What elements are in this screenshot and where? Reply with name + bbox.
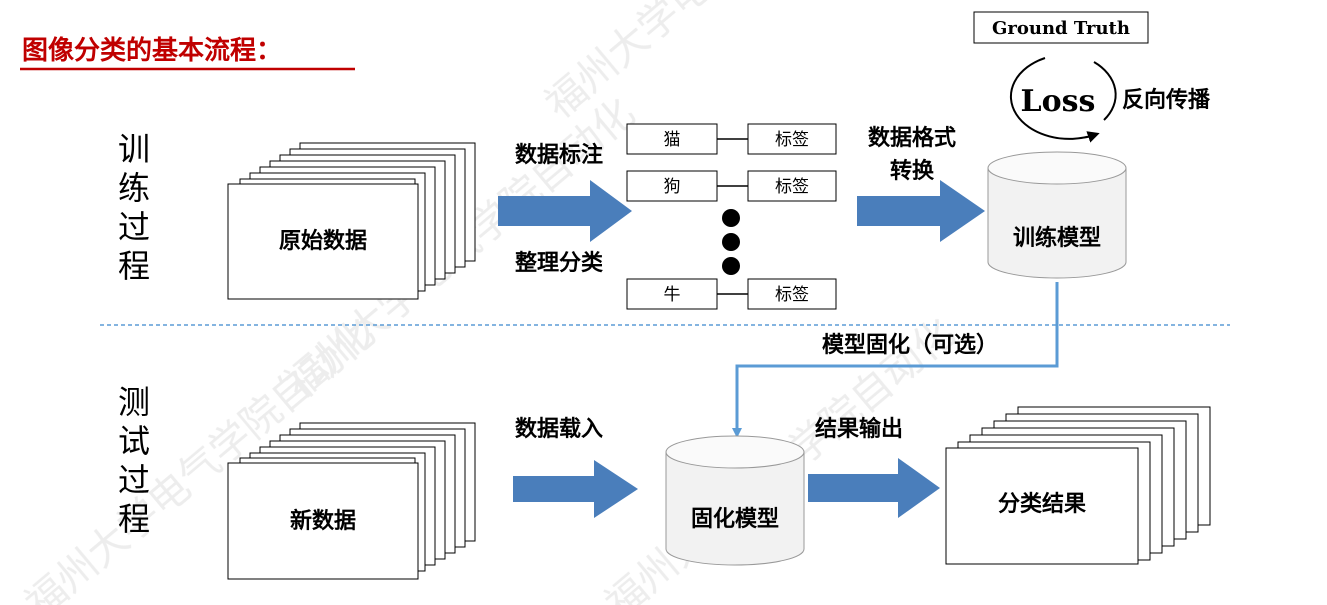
loss-loop-arrow [1010,57,1100,143]
annotate-label: 数据标注 [515,142,603,168]
backprop-label: 反向传播 [1122,87,1211,113]
svg-text:试: 试 [118,422,150,460]
loss-loop-right [1093,61,1117,121]
freeze-connector [732,282,1059,438]
frozen-model-label: 固化模型 [691,506,779,532]
result-label: 分类结果 [998,491,1086,517]
svg-text:标签: 标签 [775,130,809,150]
svg-text:过: 过 [118,461,150,499]
svg-text:练: 练 [118,169,150,207]
format-label-line2: 转换 [890,158,935,184]
load-label: 数据载入 [515,416,603,442]
loss-label: Loss [1021,84,1096,119]
svg-text:训: 训 [118,130,150,168]
new-data-label: 新数据 [290,508,356,534]
svg-text:过: 过 [118,208,150,246]
page-title: 图像分类的基本流程： [22,35,282,66]
output-label: 结果输出 [815,416,903,442]
arrow-output [808,458,940,518]
testing-side-label: 测 试 过 程 [118,383,150,538]
svg-text:牛: 牛 [664,285,681,305]
sample-row-cow: 牛 标签 [626,278,837,310]
frozen-model-cylinder [665,435,805,566]
training-side-label: 训 练 过 程 [118,130,150,285]
svg-text:程: 程 [118,247,150,285]
arrow-format [857,180,985,242]
raw-data-label: 原始数据 [279,228,367,254]
svg-text:标签: 标签 [775,177,809,197]
result-stack [945,406,1211,565]
new-data-stack [227,422,476,580]
train-model-label: 训练模型 [1013,225,1101,251]
freeze-label: 模型固化（可选） [822,332,998,358]
train-model-cylinder [987,151,1127,279]
svg-text:猫: 猫 [664,130,681,150]
arrow-annotate [498,180,632,242]
raw-data-stack [227,142,476,300]
svg-text:标签: 标签 [775,285,809,305]
svg-text:测: 测 [118,383,150,421]
sample-row-cat: 猫 标签 [626,123,837,155]
format-label-line1: 数据格式 [868,125,956,151]
svg-text:程: 程 [118,500,150,538]
svg-text:狗: 狗 [664,177,681,197]
ellipsis-dots [722,209,740,275]
ground-truth-box [973,11,1149,44]
organize-label: 整理分类 [515,250,604,276]
sample-row-dog: 狗 标签 [626,170,837,202]
arrow-load [513,460,638,518]
ground-truth-label: Ground Truth [992,18,1130,39]
